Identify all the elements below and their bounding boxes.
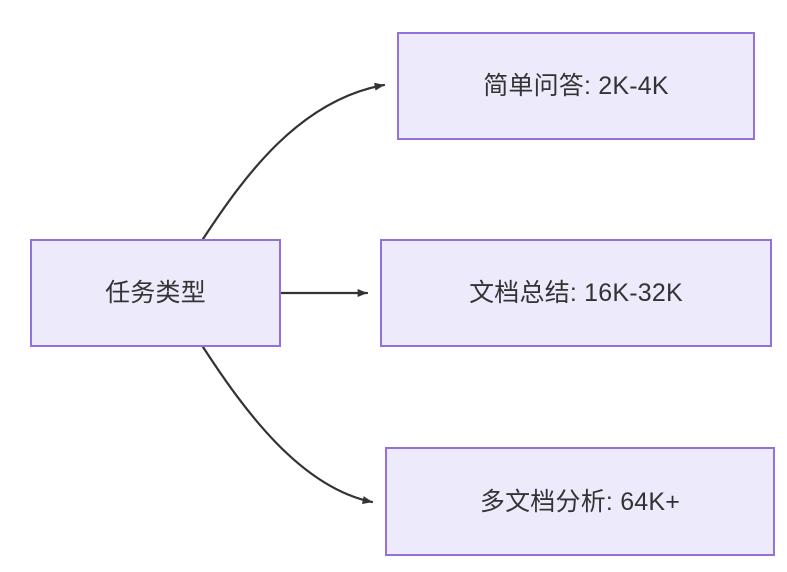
edge-root-to-multidoc-analysis [201,345,374,504]
edge-root-to-simple-qa [201,82,386,241]
node-task-type[interactable]: 任务类型 [30,239,281,347]
node-multidoc-analysis[interactable]: 多文档分析: 64K+ [385,447,775,556]
node-doc-summary-label: 文档总结: 16K-32K [469,279,683,307]
node-task-type-label: 任务类型 [105,279,206,307]
node-simple-qa-label: 简单问答: 2K-4K [483,72,669,100]
node-simple-qa[interactable]: 简单问答: 2K-4K [397,32,755,140]
node-doc-summary[interactable]: 文档总结: 16K-32K [380,239,772,347]
node-multidoc-analysis-label: 多文档分析: 64K+ [479,487,681,516]
